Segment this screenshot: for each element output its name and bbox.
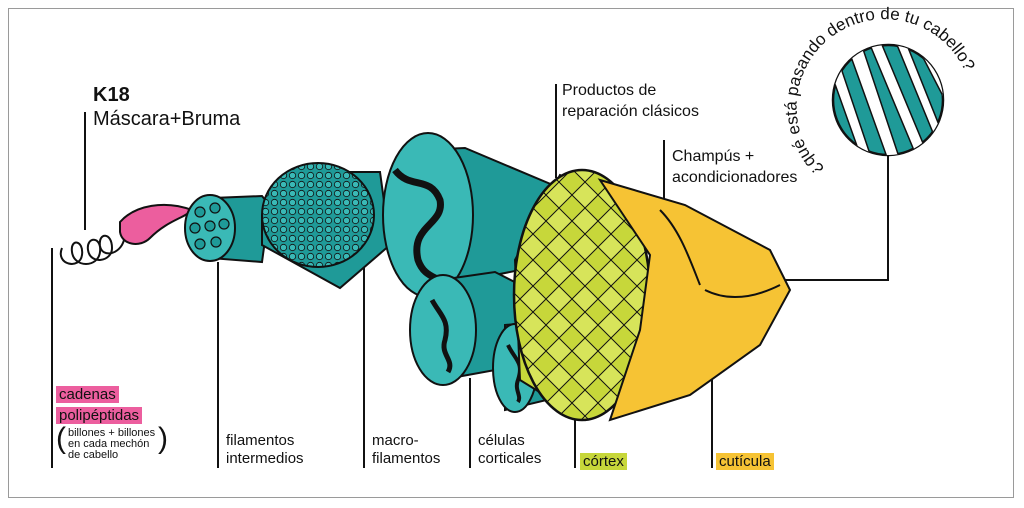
callout-classic-repair-line2: reparación clásicos <box>562 103 699 120</box>
callout-classic-repair: Productos de reparación clásicos <box>562 80 699 122</box>
brand-product: Máscara+Bruma <box>93 108 241 130</box>
label-macro-line2: filamentos <box>372 450 441 467</box>
label-cortical-line1: células <box>478 432 525 449</box>
macrofilament <box>261 162 392 290</box>
label-cortex-text: córtex <box>580 453 627 470</box>
label-polypeptide-line1: cadenas <box>56 386 119 403</box>
callout-classic-repair-line1: Productos de <box>562 82 657 99</box>
label-intermediate-line1: filamentos <box>226 432 295 449</box>
cortex-section <box>512 168 662 422</box>
label-cortical-line2: corticales <box>478 450 542 467</box>
label-macro: macro- filamentos <box>372 432 440 468</box>
polypeptide-note: billones + billones en cada mechón de ca… <box>68 428 155 461</box>
brand-name: K18 <box>93 84 130 106</box>
cuticle-section <box>597 178 792 422</box>
callout-shampoo: Champús + acondicionadores <box>672 146 797 188</box>
polypeptide-coil <box>59 234 125 265</box>
paren-open: ( <box>56 422 66 455</box>
figure-frame <box>8 8 1014 498</box>
label-macro-line1: macro- <box>372 432 419 449</box>
label-polypeptide-line2: polipéptidas <box>56 407 143 424</box>
note-line1: billones + billones <box>68 427 156 439</box>
magnifier-circle <box>831 43 945 157</box>
label-cortex: córtex <box>580 453 627 471</box>
intermediate-filament <box>184 194 277 264</box>
note-line3: de cabello <box>68 449 119 461</box>
label-cuticle-text: cutícula <box>716 453 774 470</box>
label-polypeptide: cadenas polipéptidas <box>56 386 143 425</box>
label-intermediate: filamentos intermedios <box>226 432 304 468</box>
label-cortical: células corticales <box>478 432 541 468</box>
brand-block: K18 Máscara+Bruma <box>93 83 240 131</box>
callout-shampoo-line2: acondicionadores <box>672 169 798 186</box>
label-intermediate-line2: intermedios <box>226 450 304 467</box>
callout-shampoo-line1: Champús + <box>672 148 755 165</box>
label-cuticle: cutícula <box>716 453 774 471</box>
note-line2: en cada mechón <box>68 438 150 450</box>
paren-close: ) <box>158 422 168 455</box>
pink-strand <box>119 203 194 245</box>
